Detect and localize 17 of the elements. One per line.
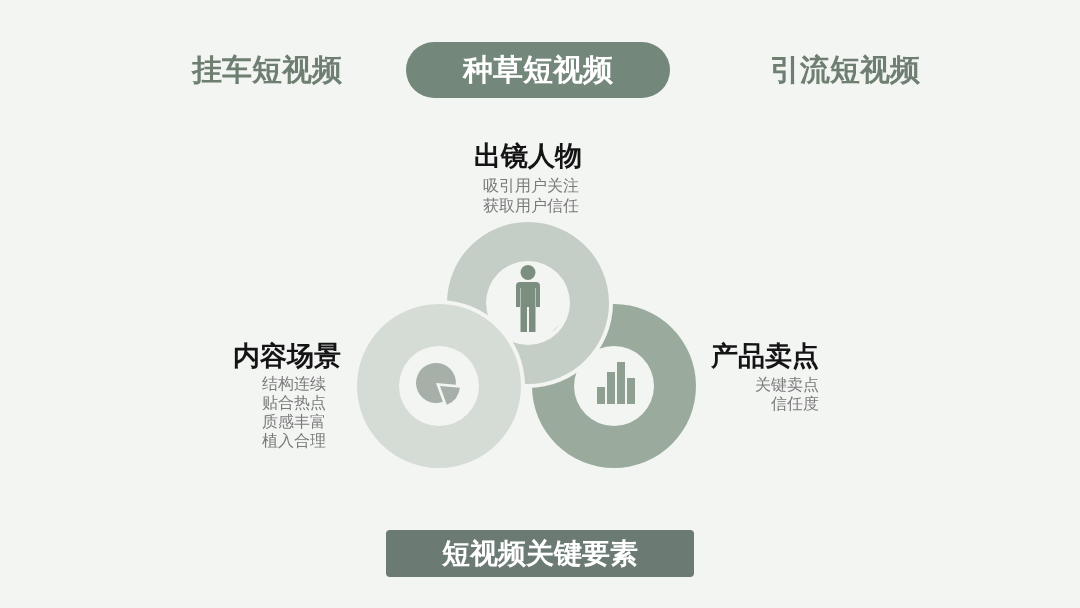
category-label: 种草短视频 (463, 52, 613, 88)
section-heading: 内容场景 (233, 340, 341, 373)
category-label: 挂车短视频 (192, 52, 342, 88)
category-label: 引流短视频 (770, 52, 920, 88)
section-heading: 出镜人物 (474, 140, 582, 173)
description-text: 关键卖点 (755, 375, 819, 395)
description-text: 获取用户信任 (483, 196, 579, 216)
description-text: 信任度 (771, 394, 819, 414)
title-banner (386, 530, 694, 577)
description-text: 植入合理 (262, 431, 326, 451)
category-pill (406, 42, 670, 98)
description-text: 质感丰富 (262, 412, 326, 432)
description-text: 贴合热点 (262, 393, 326, 413)
description-text: 结构连续 (262, 374, 326, 394)
section-heading: 产品卖点 (711, 340, 819, 373)
banner-title: 短视频关键要素 (442, 536, 638, 571)
description-text: 吸引用户关注 (483, 176, 579, 196)
